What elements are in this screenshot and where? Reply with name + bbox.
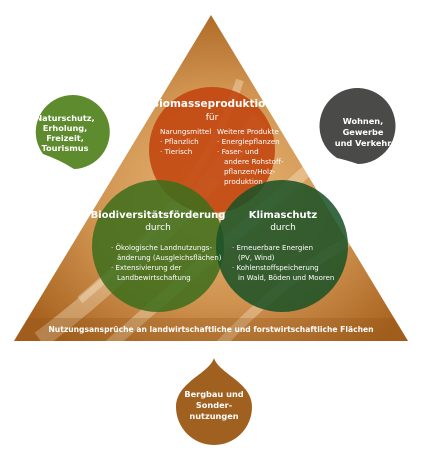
biomass-left-item: · Tierisch: [160, 147, 192, 156]
climate-item: in Wald, Böden und Mooren: [238, 274, 334, 282]
biodiversity-circle: [92, 180, 224, 312]
biomass-right-item: · Faser- und: [217, 147, 259, 156]
housing-commerce-label: Gewerbe: [343, 127, 384, 137]
biomass-right-item: pflanzen/Holz-: [224, 167, 276, 176]
housing-commerce-label: Wohnen,: [343, 116, 384, 126]
bottom-band: [14, 318, 408, 341]
biodiversity-title: Biodiversitätsförderung: [91, 210, 226, 221]
biomass-right-heading: Weitere Produkte: [217, 127, 279, 136]
land-use-claims-label: Nutzungsansprüche an landwirtschaftliche…: [48, 325, 373, 334]
biomass-right-item: andere Rohstoff-: [224, 157, 284, 166]
nature-recreation-drop: [35, 95, 110, 169]
biomass-left-heading: Narungsmittel: [160, 127, 211, 136]
biomass-circle: [149, 87, 275, 213]
biomass-right-item: produktion: [224, 177, 263, 186]
mining-special-use-drop: [176, 358, 252, 445]
biodiversity-item: · Extensivierung der: [111, 264, 182, 272]
climate-item: · Kohlenstoffspeicherung: [232, 264, 319, 272]
nature-recreation-label: Erholung,: [43, 123, 88, 133]
nature-recreation-label: Tourismus: [42, 143, 89, 153]
climate-subtitle: durch: [270, 223, 296, 233]
nature-recreation-label: Naturschutz,: [35, 113, 94, 123]
biomass-left-item: · Pflanzlich: [160, 137, 199, 146]
mining-special-use-label: nutzungen: [189, 411, 238, 421]
climate-item: · Erneuerbare Energien: [232, 244, 313, 252]
climate-circle: [216, 180, 348, 312]
climate-title: Klimaschutz: [249, 210, 318, 221]
biodiversity-item: änderung (Ausgleichsflächen): [117, 254, 222, 262]
biomass-right-item: · Energiepflanzen: [217, 137, 280, 146]
biodiversity-subtitle: durch: [145, 223, 171, 233]
mining-special-use-label: Sonder-: [196, 400, 232, 410]
mining-special-use-label: Bergbau und: [184, 389, 243, 399]
biodiversity-item: Landbewirtschaftung: [117, 274, 191, 282]
biodiversity-item: · Ökologische Landnutzungs-: [111, 243, 212, 252]
housing-commerce-label: und Verkehr: [335, 138, 392, 148]
nature-recreation-label: Freizeit,: [46, 133, 84, 143]
housing-commerce-drop: [319, 88, 396, 164]
biomass-title: Biomasseproduktion: [151, 98, 273, 110]
climate-item: (PV, Wind): [238, 254, 275, 262]
biomass-subtitle: für: [206, 113, 219, 123]
